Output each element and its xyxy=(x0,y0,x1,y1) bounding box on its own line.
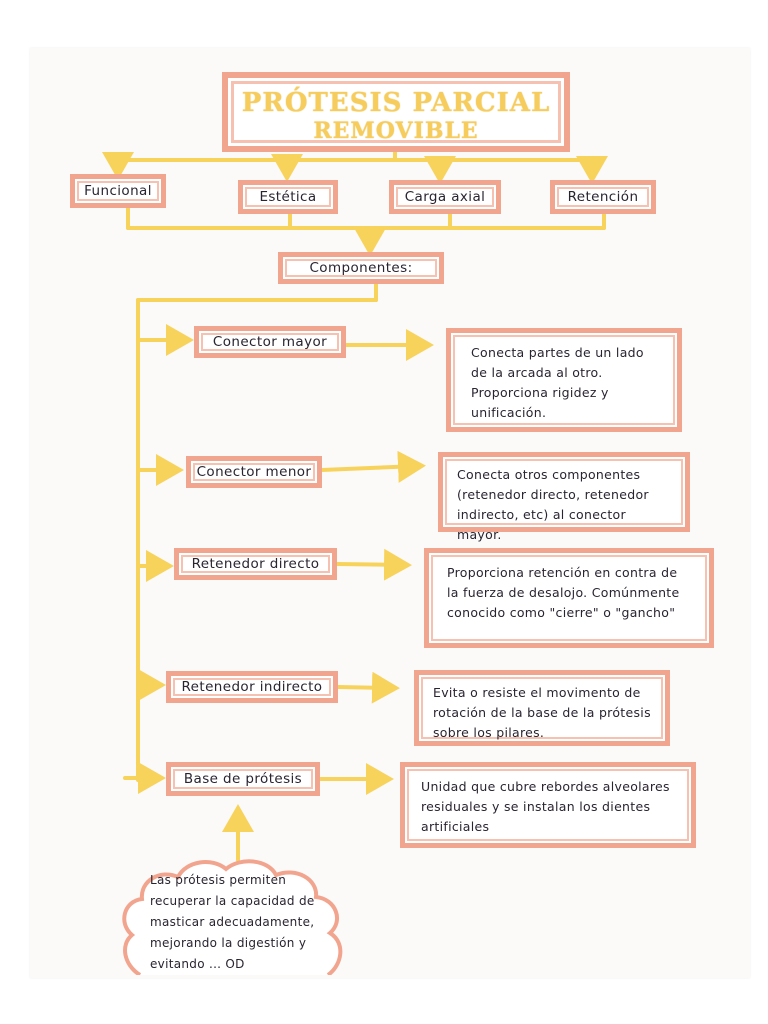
description-text: Conecta partes de un lado de la arcada a… xyxy=(471,345,644,420)
component-name: Conector mayor xyxy=(212,334,328,350)
description-retenedor-directo: Proporciona retención en contra de la fu… xyxy=(424,548,714,648)
function-label: Carga axial xyxy=(404,189,486,205)
component-box-conector-menor: Conector menor xyxy=(186,456,322,488)
description-text: Unidad que cubre rebordes alveolares res… xyxy=(421,779,670,834)
description-text: Proporciona retención en contra de la fu… xyxy=(447,565,680,620)
function-box-carga-axial: Carga axial xyxy=(389,180,501,214)
title-line-2: REMOVIBLE xyxy=(313,118,479,144)
function-box-retencion: Retención xyxy=(550,180,656,214)
function-label: Retención xyxy=(567,189,639,205)
function-label: Estética xyxy=(259,189,317,205)
component-box-retenedor-indirecto: Retenedor indirecto xyxy=(166,671,338,703)
component-box-retenedor-directo: Retenedor directo xyxy=(174,548,337,580)
description-retenedor-indirecto: Evita o resiste el movimento de rotación… xyxy=(414,670,670,746)
component-box-conector-mayor: Conector mayor xyxy=(194,326,346,358)
description-text: Conecta otros componentes (retenedor dir… xyxy=(457,467,649,542)
description-base-de-protesis: Unidad que cubre rebordes alveolares res… xyxy=(400,762,696,848)
component-name: Retenedor indirecto xyxy=(181,679,323,695)
function-box-estetica: Estética xyxy=(238,180,338,214)
component-name: Base de prótesis xyxy=(183,771,303,787)
title-line-1: PRÓTESIS PARCIAL xyxy=(241,88,551,118)
function-box-funcional: Funcional xyxy=(70,174,166,208)
cloud-note-text: Las prótesis permiten recuperar la capac… xyxy=(150,873,315,971)
components-box: Componentes: xyxy=(278,252,444,284)
component-box-base-de-protesis: Base de prótesis xyxy=(166,762,320,796)
cloud-shape xyxy=(122,859,343,975)
title-box: PRÓTESIS PARCIAL REMOVIBLE xyxy=(222,72,570,152)
components-label: Componentes: xyxy=(309,260,413,276)
description-text: Evita o resiste el movimento de rotación… xyxy=(433,685,651,740)
description-conector-mayor: Conecta partes de un lado de la arcada a… xyxy=(446,328,682,432)
description-conector-menor: Conecta otros componentes (retenedor dir… xyxy=(438,452,690,542)
component-name: Conector menor xyxy=(196,464,312,480)
function-label: Funcional xyxy=(84,183,152,199)
component-name: Retenedor directo xyxy=(191,556,320,572)
